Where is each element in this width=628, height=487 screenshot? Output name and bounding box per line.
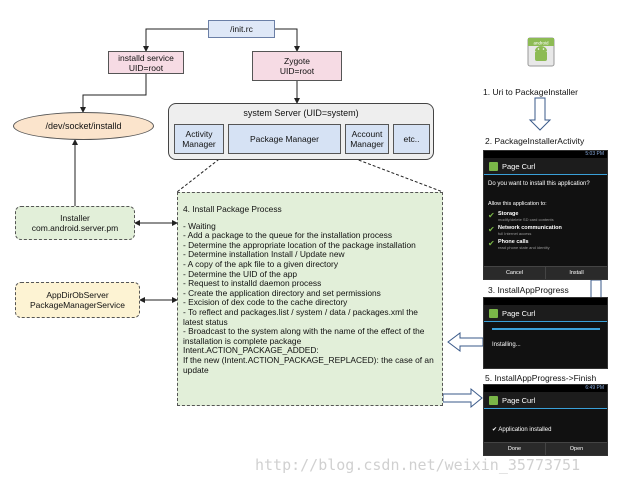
activity-manager-label-2: Manager [182, 139, 216, 149]
appdir-observer-node: AppDirObServer PackageManagerService [15, 282, 140, 318]
app-icon [489, 308, 498, 318]
allow-label: Allow this application to: [488, 201, 547, 207]
account-manager-node: Account Manager [345, 124, 389, 154]
socket-label: /dev/socket/installd [45, 121, 122, 131]
process-step: - To reflect and packages.list / system … [183, 306, 421, 327]
install-process-steps: - Waiting - Add a package to the queue f… [183, 220, 438, 376]
svg-text:android: android [533, 41, 549, 46]
system-server-title: system Server (UID=system) [243, 108, 359, 118]
install-prompt-screenshot: 5:03 PM Page Curl Do you want to install… [483, 150, 608, 280]
cancel-button[interactable]: Cancel [505, 270, 524, 276]
permission-desc: read phone state and identity [498, 245, 550, 250]
installer-package-label: com.android.server.pm [31, 223, 119, 233]
app-icon [489, 395, 498, 405]
account-manager-label-2: Manager [350, 139, 384, 149]
process-step: - Waiting [183, 220, 216, 231]
activity-manager-node: Activity Manager [174, 124, 224, 154]
installer-label: Installer [60, 213, 90, 223]
process-step: - Add a package to the queue for the ins… [183, 230, 393, 241]
process-step: Intent.ACTION_PACKAGE_ADDED: [183, 345, 319, 356]
process-step: - Request to installd daemon process [183, 278, 322, 289]
step-3-label: 3. InstallAppProgress [488, 285, 569, 295]
installer-node: Installer com.android.server.pm [15, 206, 135, 240]
prompt-button-bar: Cancel Install [484, 266, 607, 279]
permission-name: Network communication [498, 225, 562, 231]
process-step: - Determine installation Install / Updat… [183, 249, 345, 260]
done-button[interactable]: Done [507, 446, 522, 452]
check-icon: ✔ [488, 211, 495, 220]
installed-message: ✔ Application installed [492, 426, 551, 433]
process-step: - Determine the appropriate location of … [183, 239, 416, 250]
install-button[interactable]: Install [545, 267, 607, 279]
permission-name: Phone calls [498, 239, 529, 245]
installing-screenshot: Page Curl Installing... [483, 297, 608, 369]
step-5-label: 5. InstallAppProgress->Finish [485, 373, 597, 383]
system-server-node: system Server (UID=system) Activity Mana… [168, 103, 434, 160]
init-rc-node: /init.rc [208, 20, 275, 38]
step-1-label: 1. Uri to PackageInstaller [483, 87, 578, 97]
permission-item: ✔ Storage modify/delete SD card contents [488, 211, 603, 222]
installd-label: installd service [118, 52, 174, 63]
installd-socket-node: /dev/socket/installd [13, 112, 154, 140]
process-step: If the new (Intent.ACTION_PACKAGE_REPLAC… [183, 354, 437, 375]
permission-item: ✔ Network communication full Internet ac… [488, 225, 603, 236]
check-icon: ✔ [488, 225, 495, 234]
installd-uid-label: UID=root [128, 62, 164, 73]
installd-service-node: installd service UID=root [108, 51, 184, 74]
app-header: Page Curl [484, 305, 607, 322]
zygote-uid-label: UID=root [279, 66, 315, 76]
package-manager-label: Package Manager [250, 134, 319, 144]
install-question: Do you want to install this application? [488, 181, 590, 187]
step-2-label: 2. PackageInstallerActivity [485, 136, 585, 146]
watermark: http://blog.csdn.net/weixin_35773751 [255, 456, 581, 474]
install-process-title: 4. Install Package Process [183, 204, 282, 214]
installed-label: Application installed [498, 427, 552, 433]
status-bar-time: 6:49 PM [484, 385, 607, 392]
permission-list: ✔ Storage modify/delete SD card contents… [488, 211, 603, 250]
account-manager-label-1: Account [351, 129, 383, 139]
progress-bar [492, 328, 600, 330]
app-title: Page Curl [502, 308, 536, 318]
permission-item: ✔ Phone calls read phone state and ident… [488, 239, 603, 250]
installed-screenshot: 6:49 PM Page Curl ✔ Application installe… [483, 384, 608, 456]
zygote-node: Zygote UID=root [252, 51, 342, 81]
app-header: Page Curl [484, 158, 607, 175]
permission-desc: modify/delete SD card contents [498, 217, 554, 222]
apk-file-icon: android [527, 37, 555, 67]
open-button[interactable]: Open [545, 443, 607, 455]
process-step: - Create the application directory and s… [183, 287, 381, 298]
process-step: - Broadcast to the system along with the… [183, 326, 427, 346]
etc-label: etc.. [403, 134, 420, 144]
process-step: - A copy of the apk file to a given dire… [183, 258, 339, 269]
init-rc-label: /init.rc [230, 24, 253, 34]
install-process-box: 4. Install Package Process - Waiting - A… [177, 192, 443, 406]
etc-node: etc.. [393, 124, 430, 154]
installing-label: Installing... [492, 342, 521, 348]
app-title: Page Curl [502, 161, 536, 171]
process-step: - Excision of dex code to the cache dire… [183, 297, 348, 308]
package-manager-node: Package Manager [228, 124, 341, 154]
check-icon: ✔ [488, 239, 495, 248]
status-bar [484, 298, 607, 305]
activity-manager-label-1: Activity [185, 129, 213, 139]
app-icon [489, 161, 498, 171]
installed-button-bar: Done Open [484, 442, 607, 455]
zygote-label: Zygote [284, 56, 310, 66]
permission-name: Storage [498, 211, 519, 217]
appdir-label: AppDirObServer [46, 290, 109, 300]
app-header: Page Curl [484, 392, 607, 409]
status-bar-time: 5:03 PM [484, 151, 607, 158]
package-manager-service-label: PackageManagerService [30, 300, 125, 310]
permission-desc: full Internet access [498, 231, 532, 236]
check-icon: ✔ [492, 427, 498, 433]
process-step: - Determine the UID of the app [183, 268, 298, 279]
app-title: Page Curl [502, 395, 536, 405]
